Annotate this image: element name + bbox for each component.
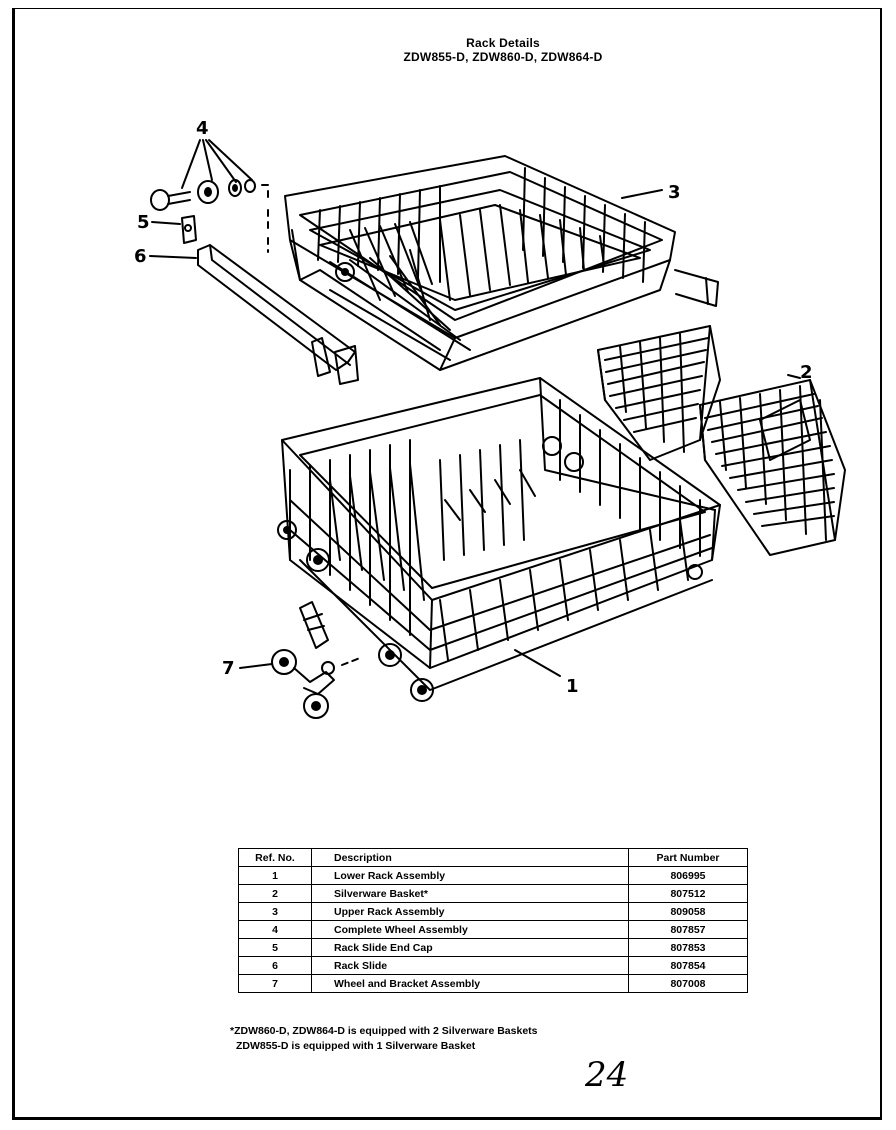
lower-rack [277, 377, 721, 702]
callout-7: 7 [222, 658, 235, 679]
model-numbers: ZDW855-D, ZDW860-D, ZDW864-D [403, 50, 603, 64]
row-part-number: 809058 [628, 902, 748, 921]
table-row: 1 Lower Rack Assembly 806995 [238, 866, 748, 885]
row-ref: 4 [238, 920, 312, 939]
wheel-bracket-assembly [239, 601, 361, 719]
wheel-assembly-parts [150, 139, 269, 253]
table-row: 7 Wheel and Bracket Assembly 807008 [238, 974, 748, 993]
row-part-number: 806995 [628, 866, 748, 885]
row-description: Upper Rack Assembly [311, 902, 629, 921]
header-ref-no: Ref. No. [238, 848, 312, 867]
callout-1: 1 [566, 676, 579, 697]
handwritten-page-mark: 24 [585, 1055, 629, 1095]
exploded-parts-diagram [149, 139, 846, 719]
callout-6: 6 [134, 246, 147, 267]
row-description: Complete Wheel Assembly [311, 920, 629, 939]
callout-2: 2 [800, 362, 813, 383]
row-part-number: 807853 [628, 938, 748, 957]
header-description: Description [311, 848, 629, 867]
row-description: Silverware Basket* [311, 884, 629, 903]
silverware-basket [597, 325, 846, 556]
table-row: 3 Upper Rack Assembly 809058 [238, 902, 748, 921]
row-ref: 6 [238, 956, 312, 975]
callout-5: 5 [137, 212, 150, 233]
row-description: Rack Slide [311, 956, 629, 975]
footnote-baskets-one: ZDW855-D is equipped with 1 Silverware B… [236, 1040, 476, 1052]
row-part-number: 807512 [628, 884, 748, 903]
row-part-number: 807008 [628, 974, 748, 993]
row-ref: 3 [238, 902, 312, 921]
parts-table: Ref. No. Description Part Number 1 Lower… [238, 848, 748, 993]
row-ref: 1 [238, 866, 312, 885]
page-frame [12, 8, 882, 1120]
table-row: 6 Rack Slide 807854 [238, 956, 748, 975]
upper-rack [284, 155, 719, 371]
row-part-number: 807857 [628, 920, 748, 939]
rack-slide-end-cap [151, 215, 197, 244]
table-row: 2 Silverware Basket* 807512 [238, 884, 748, 903]
row-ref: 7 [238, 974, 312, 993]
row-description: Lower Rack Assembly [311, 866, 629, 885]
callout-4: 4 [196, 118, 209, 139]
callout-3: 3 [668, 182, 681, 203]
row-ref: 2 [238, 884, 312, 903]
page-title: Rack Details [466, 36, 540, 50]
row-description: Wheel and Bracket Assembly [311, 974, 629, 993]
table-row: 4 Complete Wheel Assembly 807857 [238, 920, 748, 939]
rack-slide [149, 244, 359, 385]
header-part-number: Part Number [628, 848, 748, 867]
row-ref: 5 [238, 938, 312, 957]
row-description: Rack Slide End Cap [311, 938, 629, 957]
parts-table-header: Ref. No. Description Part Number [238, 848, 748, 867]
table-row: 5 Rack Slide End Cap 807853 [238, 938, 748, 957]
row-part-number: 807854 [628, 956, 748, 975]
footnote-baskets-two: *ZDW860-D, ZDW864-D is equipped with 2 S… [230, 1025, 538, 1037]
